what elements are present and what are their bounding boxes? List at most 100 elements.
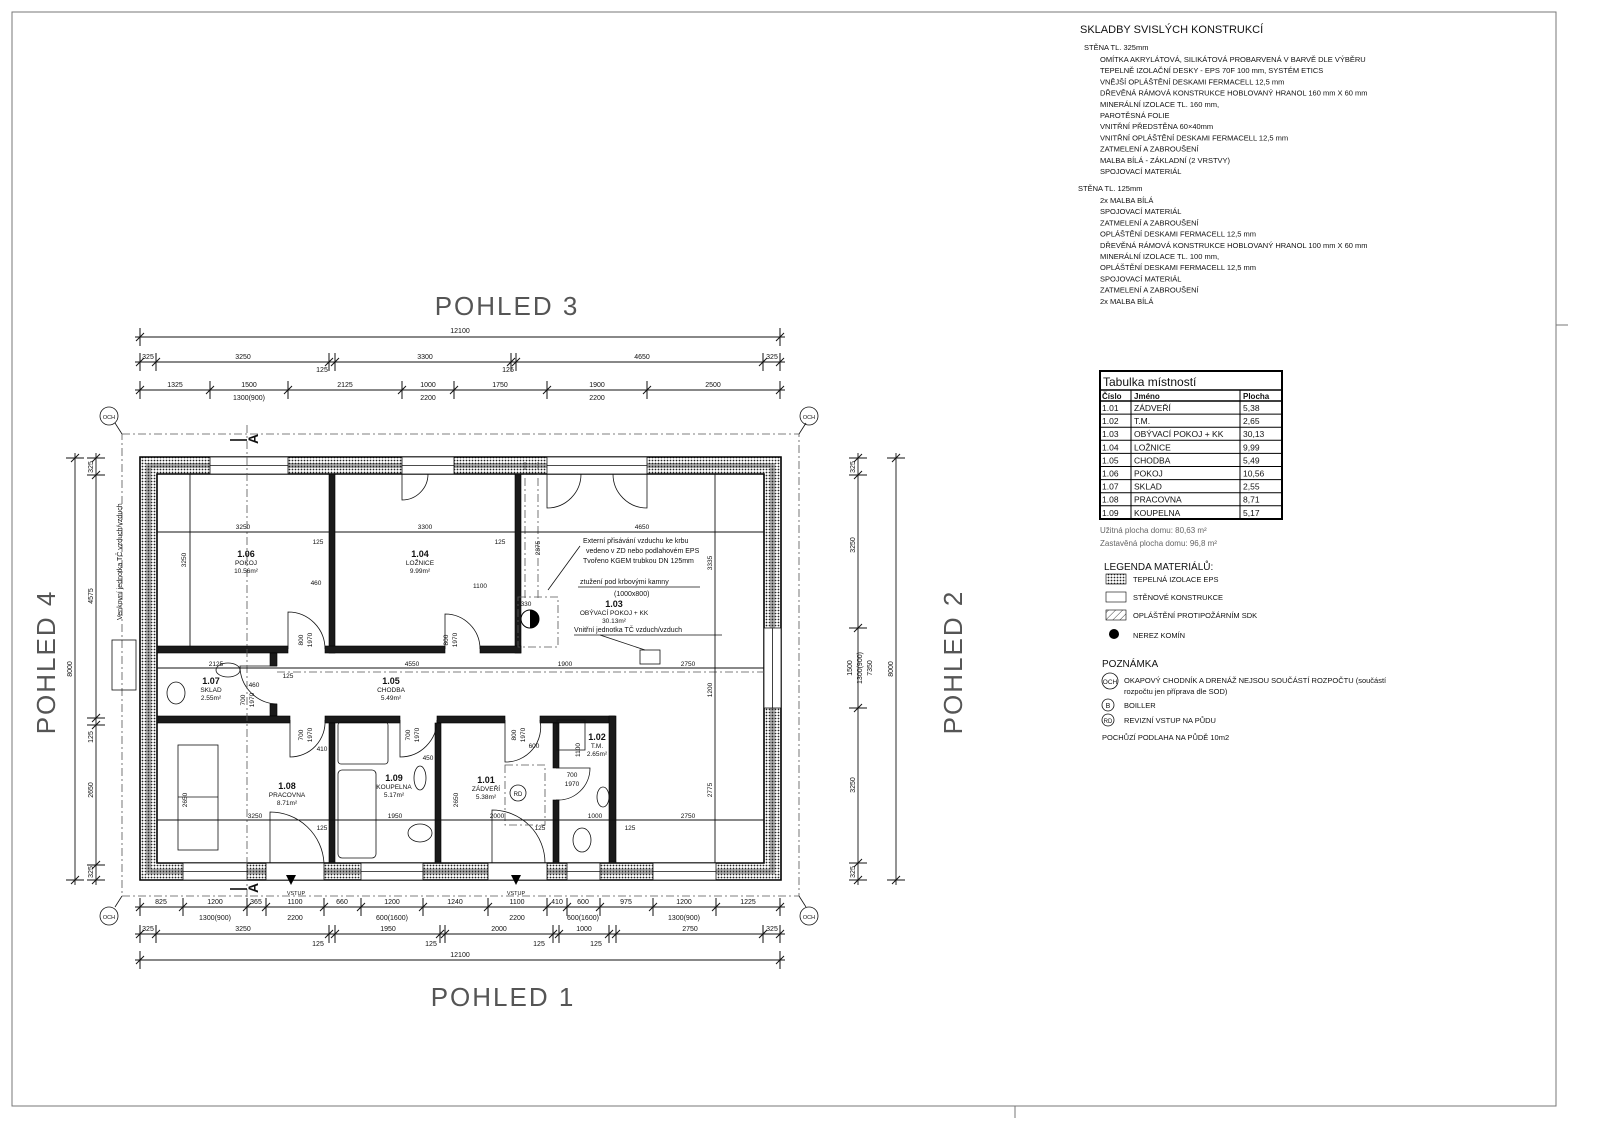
dim-interior: 3300 (418, 524, 433, 531)
dimension-slash (135, 357, 145, 367)
view-label-left: POHLED 4 (31, 590, 61, 735)
room-area: 5.17m² (384, 792, 405, 799)
wall-125-layer: OPLÁŠTĚNÍ DESKAMI FERMACELL 12,5 mm (1100, 230, 1256, 239)
dimension-slash (356, 902, 366, 912)
dimension-slash (449, 385, 459, 395)
dim-bottom-wall: 1950 (380, 926, 396, 933)
outdoor-unit-note: Venkovní jednotka TČ vzduch/vzduch (115, 503, 124, 620)
dim-interior: 1200 (707, 682, 714, 697)
entry-arrow-icon (511, 875, 521, 885)
wall-125-layer: 2x MALBA BÍLÁ (1100, 196, 1153, 205)
dimension-slash (711, 902, 721, 912)
dimension-slash (853, 623, 863, 633)
indoor-unit (639, 649, 661, 665)
dim-bottom-opening: 975 (620, 899, 632, 906)
room-area: 10.56m² (234, 568, 259, 575)
dim-interior: 2650 (182, 792, 189, 807)
dimension-slash (70, 875, 80, 885)
door-pracovna (289, 719, 326, 758)
och-marker-circle (99, 406, 119, 426)
dimension-slash (440, 929, 450, 939)
och-marker-circle (799, 406, 819, 426)
dim-left-total: 8000 (67, 661, 74, 677)
room-table-cell: 1.05 (1102, 455, 1119, 465)
dimension-slash (853, 453, 863, 463)
sink (215, 662, 241, 678)
dimension-slash (891, 453, 901, 463)
dim-interior: 460 (311, 580, 322, 587)
room-area: 9.99m² (410, 568, 431, 575)
dim-right-wall: 3250 (850, 777, 857, 793)
dim-bottom-wall: 125 (533, 941, 545, 948)
dimension-slash (775, 902, 785, 912)
dim-top-opening: 2125 (337, 382, 353, 389)
attic-hatch (504, 764, 546, 826)
dim-interior: 2650 (453, 792, 460, 807)
dim-top-opening: 2200 (589, 395, 605, 402)
wall-125-layer: ZATMELENÍ A ZABROUŠENÍ (1100, 286, 1200, 295)
dim-interior: 2750 (681, 813, 696, 820)
dim-top-opening: 2200 (420, 395, 436, 402)
door-loznice (444, 613, 481, 650)
room-name: KOUPELNA (376, 784, 412, 791)
wall-325-layer: VNITŘNÍ PŘEDSTĚNA 60×40mm (1100, 122, 1213, 131)
dim-top-wall: 4650 (634, 354, 650, 361)
dimension-slash (775, 929, 785, 939)
dim-top-opening: 1900 (589, 382, 605, 389)
room-table-cell: 1.08 (1102, 495, 1119, 505)
dim-bottom-opening: 660 (336, 899, 348, 906)
entry-door-2 (491, 809, 546, 864)
section-markers (230, 425, 521, 900)
dim-bottom-opening: 600(1600) (567, 915, 599, 922)
wall-325-layer: TEPELNĚ IZOLAČNÍ DESKY - EPS 70F 100 mm,… (1100, 66, 1323, 75)
dimension-slash (853, 875, 863, 885)
door-dim: 1970 (307, 632, 314, 647)
dim-interior: 2750 (681, 661, 696, 668)
room-table-header: Plocha (1243, 392, 1270, 401)
dim-bottom-wall: 125 (590, 941, 602, 948)
och-marker-circle (799, 906, 819, 926)
door-dim: 800 (511, 729, 518, 740)
door-dim: 1970 (565, 781, 580, 788)
rd-symbol (509, 784, 527, 802)
dim-interior: 125 (495, 539, 506, 546)
dimension-slash (151, 929, 161, 939)
room-area: 5.38m² (476, 794, 497, 801)
och-markers (99, 406, 819, 926)
dim-left-wall: 125 (88, 731, 95, 743)
room-table-cell: 1.02 (1102, 416, 1119, 426)
door-dim: 1970 (452, 632, 459, 647)
dim-interior: 330 (521, 601, 532, 608)
section-marker-top: A (245, 434, 261, 444)
wall-125-layer: MINERÁLNÍ IZOLACE TL. 100 mm, (1100, 252, 1219, 261)
rd-symbol-circle (1101, 713, 1115, 727)
dim-bottom-wall: 125 (312, 941, 324, 948)
wall-125-layer: SPOJOVACÍ MATERIÁL (1100, 274, 1181, 283)
room-name: T.M. (591, 743, 603, 750)
dim-right-wall: 325 (850, 461, 857, 473)
door-dim: 1970 (414, 727, 421, 742)
dimension-slash (758, 929, 768, 939)
dim-interior: 450 (423, 755, 434, 762)
dim-left-wall: 4575 (88, 588, 95, 604)
view-label-right: POHLED 2 (938, 590, 968, 735)
terrace-door-left (546, 473, 582, 509)
boiler-note: BOILLER (1124, 701, 1156, 710)
room-number: 1.01 (477, 775, 495, 785)
room-table-cell: 1.03 (1102, 429, 1119, 439)
dim-top-wall: 325 (142, 354, 154, 361)
room-table-cell: SKLAD (1134, 482, 1162, 492)
window-door-top (401, 473, 429, 501)
wall-325-layer: MALBA BÍLÁ - ZÁKLADNÍ (2 VRSTVY) (1100, 156, 1231, 165)
wall-325-layer: VNITŘNÍ OPLÁŠTĚNÍ DESKAMI FERMACELL 12,5… (1100, 133, 1288, 142)
attic-floor-note: POCHŮZÍ PODLAHA NA PŮDĚ 10m2 (1102, 733, 1229, 742)
dim-left-wall: 325 (88, 461, 95, 473)
dimension-slash (330, 929, 340, 939)
wall-325-layer: VNĚJŠÍ OPLÁŠTĚNÍ DESKAMI FERMACELL 12,5 … (1100, 77, 1284, 86)
wc-cistern (556, 719, 586, 751)
room-table-cell: 8,71 (1243, 495, 1260, 505)
dim-interior: 460 (249, 682, 260, 689)
room-number: 1.08 (278, 781, 296, 791)
entry-label: VSTUP (507, 891, 526, 897)
